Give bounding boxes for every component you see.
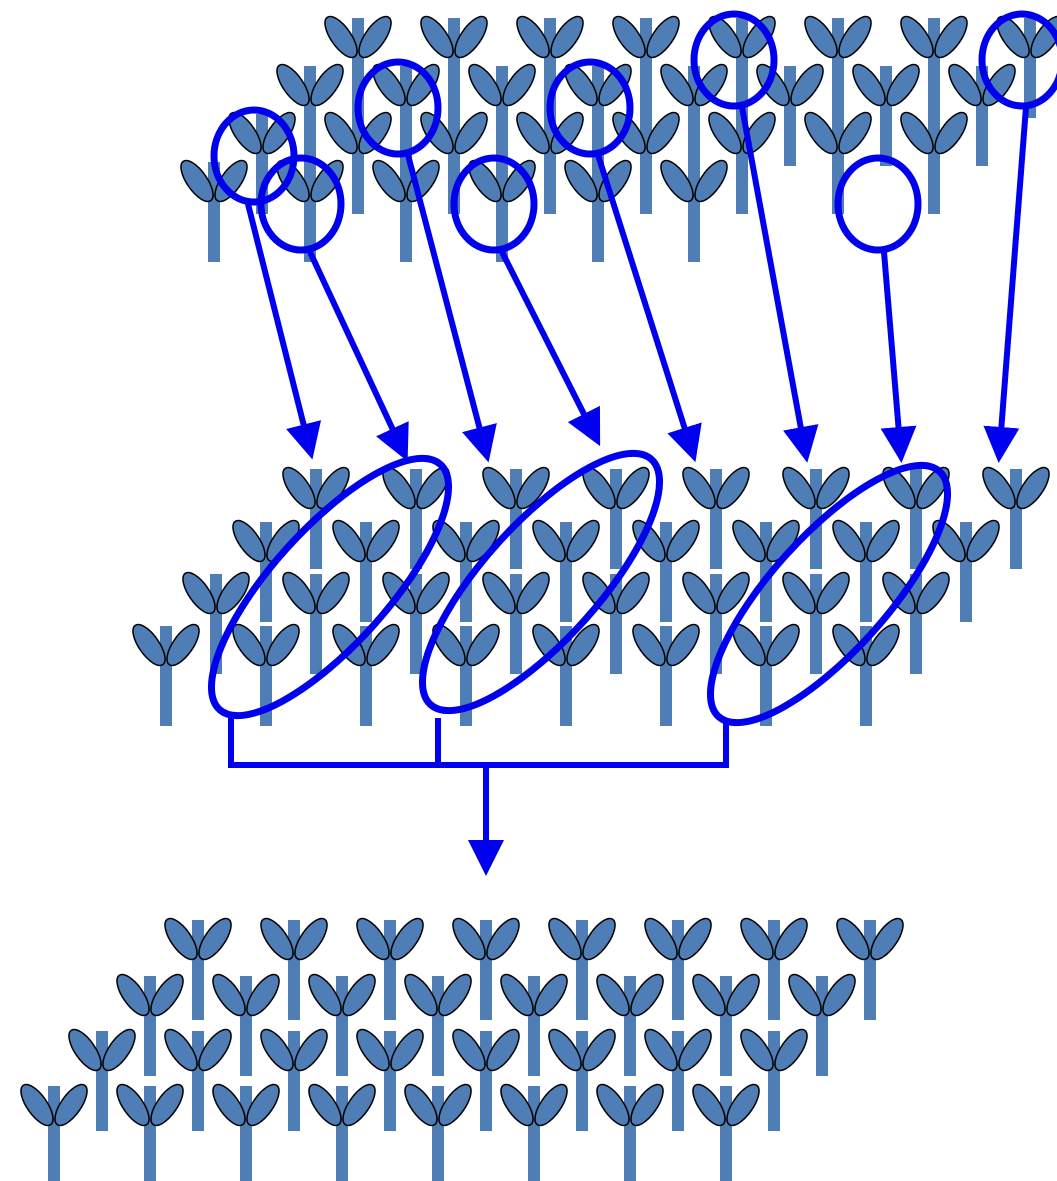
selection-circle	[261, 158, 341, 250]
antibody-y-icon	[877, 568, 955, 674]
selection-circle	[214, 110, 294, 202]
final-antibody-population	[15, 914, 909, 1181]
selection-circle	[550, 62, 630, 154]
selection-circle	[694, 14, 774, 106]
antibody-y-icon	[655, 156, 733, 262]
antibody-y-icon	[687, 1080, 765, 1181]
antibody-y-icon	[847, 60, 925, 166]
selection-arrow	[310, 252, 400, 445]
selection-circle	[454, 158, 534, 250]
selection-circle	[358, 62, 438, 154]
antibody-y-icon	[415, 12, 493, 118]
antibody-y-icon	[627, 516, 705, 622]
selection-arrow	[884, 252, 900, 445]
antibody-y-icon	[895, 12, 973, 118]
merge-bracket	[231, 714, 726, 765]
antibody-y-icon	[727, 516, 805, 622]
antibody-y-icon	[627, 620, 705, 726]
antibody-y-icon	[271, 60, 349, 166]
antibody-y-icon	[751, 60, 829, 166]
antibody-y-icon	[727, 620, 805, 726]
antibody-y-icon	[607, 108, 685, 214]
merge-connector	[231, 714, 726, 858]
antibody-y-icon	[207, 1080, 285, 1181]
selection-arrow	[502, 252, 592, 430]
antibody-y-icon	[977, 463, 1055, 569]
antibody-y-icon	[15, 1080, 93, 1181]
antibody-y-icon	[799, 12, 877, 118]
antibody-y-icon	[127, 620, 205, 726]
antibody-y-icon	[303, 1080, 381, 1181]
antibody-y-icon	[399, 1080, 477, 1181]
antibody-y-icon	[677, 463, 755, 569]
antibody-y-icon	[577, 463, 655, 569]
selection-arrows	[248, 107, 1026, 445]
antibody-y-icon	[895, 108, 973, 214]
selection-arrow	[1000, 107, 1026, 445]
antibody-y-icon	[607, 12, 685, 118]
antibody-y-icon	[495, 1080, 573, 1181]
selection-circle	[838, 158, 918, 250]
selection-arrow	[408, 155, 484, 445]
antibody-y-icon	[463, 60, 541, 166]
initial-antibody-population	[175, 12, 1057, 262]
antibody-y-icon	[111, 1080, 189, 1181]
antibody-y-icon	[591, 1080, 669, 1181]
selected-antibody-population	[127, 463, 1055, 726]
